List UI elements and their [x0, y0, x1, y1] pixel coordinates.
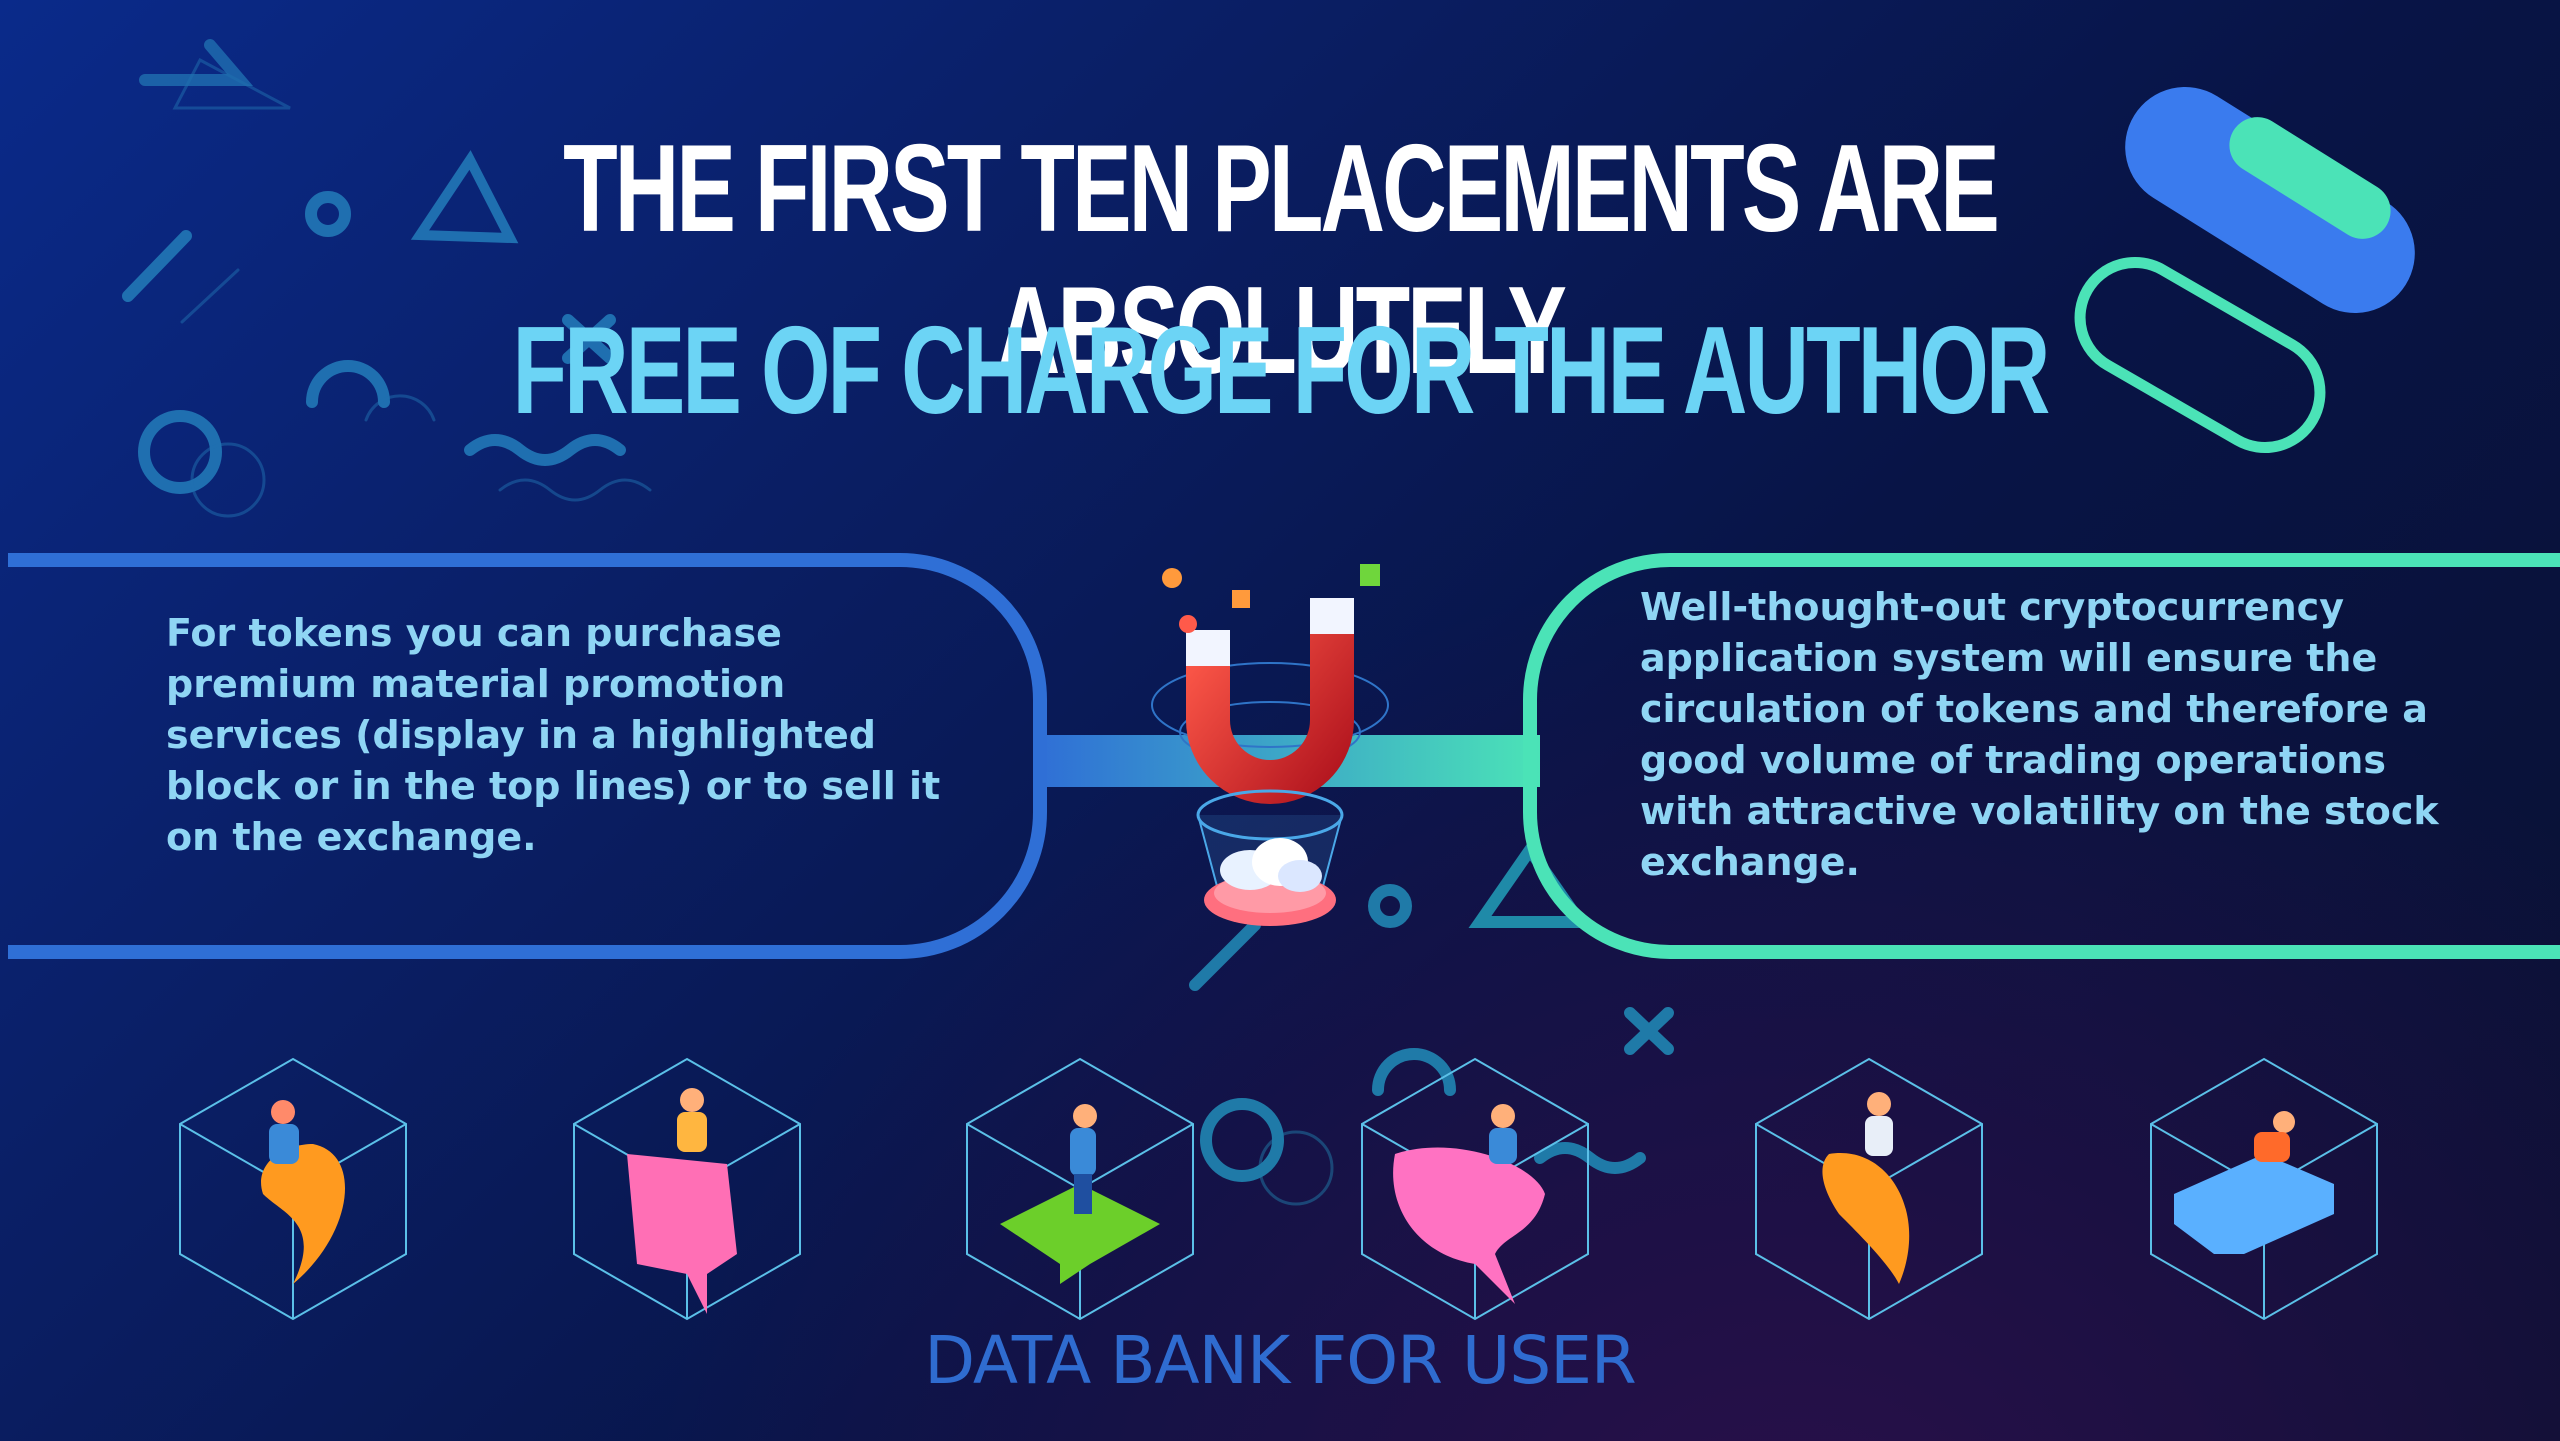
- left-panel-outline: [8, 553, 1047, 959]
- left-panel-text: For tokens you can purchase premium mate…: [166, 611, 941, 859]
- cube-person-icon: [573, 1057, 801, 1321]
- data-bank-label: DATA BANK FOR USER: [924, 1322, 1637, 1399]
- decor-shapes-left: [122, 39, 652, 518]
- title-line-2: FREE OF CHARGE FOR THE AUTHOR: [512, 302, 2050, 440]
- cube-person-icon: [1361, 1057, 1589, 1321]
- decor-pills-right: [2074, 87, 2415, 453]
- right-panel-text: Well-thought-out cryptocurrency applicat…: [1640, 585, 2439, 884]
- cube-person-icon: [2150, 1057, 2378, 1321]
- cube-person-icon: [179, 1057, 407, 1321]
- cloud-icon: [1196, 789, 1344, 926]
- cube-person-icon: [1755, 1057, 1983, 1321]
- cube-person-icon: [966, 1057, 1194, 1321]
- title-line-1: THE FIRST TEN PLACEMENTS ARE ABSOLUTELY: [563, 120, 2000, 400]
- magnet-icon: [1151, 564, 1389, 804]
- cube-row: [179, 1057, 2378, 1321]
- right-panel-outline: [1523, 553, 2560, 959]
